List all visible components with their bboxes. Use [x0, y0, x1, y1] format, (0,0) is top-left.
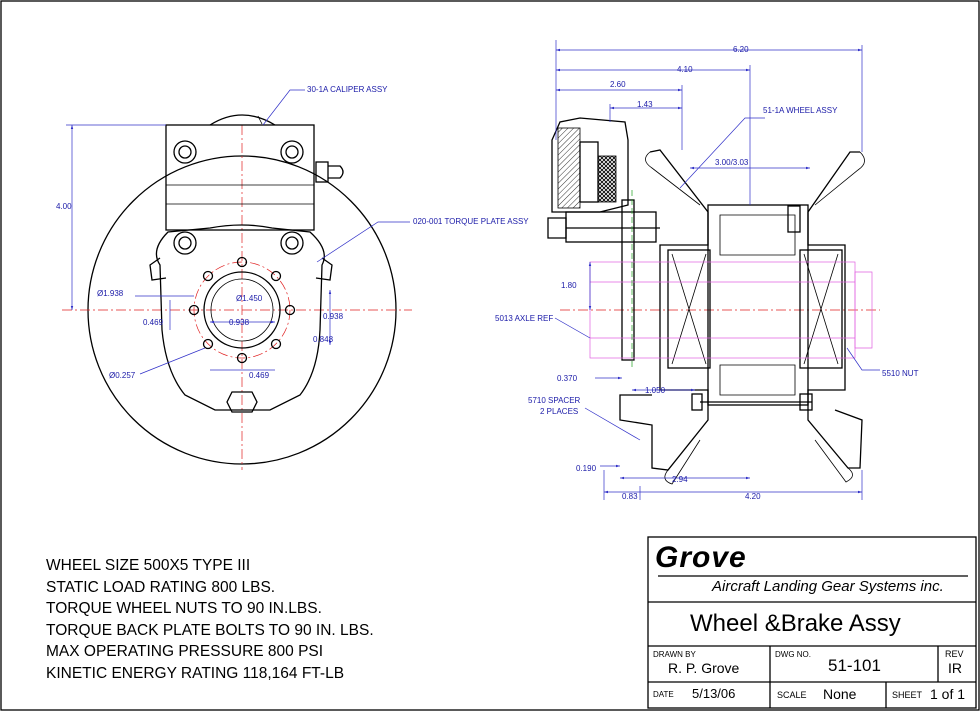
dwg-no-value: 51-101 — [828, 656, 881, 675]
dim-848: 0.848 — [313, 335, 334, 344]
brake-pad — [597, 155, 617, 203]
caliper-body — [165, 124, 315, 231]
dim-083: 0.83 — [622, 492, 638, 501]
dim-1050: 1.050 — [645, 386, 666, 395]
dim-303: 3.00/3.03 — [715, 158, 749, 167]
callout-nut: 5510 NUT — [882, 369, 919, 378]
dim-bolt-circle: Ø1.938 — [97, 289, 124, 298]
note-line: KINETIC ENERGY RATING 118,164 FT-LB — [46, 664, 345, 682]
callout-caliper: 30-1A CALIPER ASSY — [307, 85, 388, 94]
dim-370: 0.370 — [557, 374, 578, 383]
section-view — [547, 117, 880, 485]
note-line: WHEEL SIZE 500X5 TYPE III — [46, 557, 251, 574]
dim-620: 6.20 — [733, 45, 749, 54]
hub-section — [707, 204, 809, 406]
dim-bore: Ø1.450 — [236, 294, 263, 303]
dim-260: 2.60 — [610, 80, 626, 89]
callout-wheel-assy: 51-1A WHEEL ASSY — [763, 106, 838, 115]
sheet-value: 1 of 1 — [930, 686, 966, 702]
dim-height: 4.00 — [56, 202, 72, 211]
torque-plate-bolt — [547, 217, 567, 239]
dim-190: 0.190 — [576, 464, 597, 473]
dim-938-right: 0.938 — [323, 312, 344, 321]
title-block — [647, 536, 977, 709]
inner-bearing — [667, 249, 711, 369]
drawn-by-label: DRAWN BY — [653, 650, 696, 659]
note-line: STATIC LOAD RATING 800 LBS. — [46, 578, 276, 596]
dim-180: 1.80 — [561, 281, 577, 290]
callout-torque-plate: 020-001 TORQUE PLATE ASSY — [413, 217, 529, 226]
dim-143: 1.43 — [637, 100, 653, 109]
wheel-outer-half — [807, 151, 863, 469]
caliper-bolts — [173, 140, 304, 255]
bottom-bolt — [226, 391, 258, 413]
general-notes: WHEEL SIZE 500X5 TYPE III STATIC LOAD RA… — [46, 555, 374, 685]
dim-hole: Ø0.257 — [109, 371, 136, 380]
dim-294: 2.94 — [672, 475, 688, 484]
callout-spacer-qty: 2 PLACES — [540, 407, 578, 416]
note-line: MAX OPERATING PRESSURE 800 PSI — [46, 643, 324, 661]
bleeder-fitting — [315, 161, 329, 183]
section-dimensions — [554, 40, 880, 500]
drawn-by-value: R. P. Grove — [668, 660, 740, 676]
callout-axle-ref: 5013 AXLE REF — [495, 314, 553, 323]
bolt-holes — [188, 256, 296, 364]
sheet-label: SHEET — [892, 690, 923, 700]
rev-value: IR — [948, 660, 962, 676]
date-value: 5/13/06 — [692, 686, 736, 701]
dim-420: 4.20 — [745, 492, 761, 501]
brake-disc — [621, 199, 635, 361]
hub-outline — [203, 271, 281, 349]
scale-label: SCALE — [777, 690, 807, 700]
dim-410: 4.10 — [677, 65, 693, 74]
company-subtitle: Aircraft Landing Gear Systems inc. — [712, 578, 944, 595]
axle-nut — [854, 271, 873, 349]
rev-label: REV — [945, 649, 964, 659]
dwg-no-label: DWG NO. — [775, 650, 811, 659]
front-view — [62, 89, 412, 470]
note-line: TORQUE BACK PLATE BOLTS TO 90 IN. LBS. — [46, 621, 374, 639]
callout-spacer: 5710 SPACER — [528, 396, 581, 405]
dim-938-center: 0.938 — [229, 318, 250, 327]
drawing-title: Wheel &Brake Assy — [690, 610, 901, 637]
dim-469-bottom: 0.469 — [249, 371, 270, 380]
outer-bearing — [799, 249, 843, 369]
note-line: TORQUE WHEEL NUTS TO 90 IN.LBS. — [46, 600, 322, 618]
date-label: DATE — [653, 690, 674, 699]
dim-469-left: 0.469 — [143, 318, 164, 327]
scale-value: None — [823, 686, 857, 702]
company-logo: Grove — [655, 541, 747, 574]
bolt-circle — [193, 261, 291, 359]
